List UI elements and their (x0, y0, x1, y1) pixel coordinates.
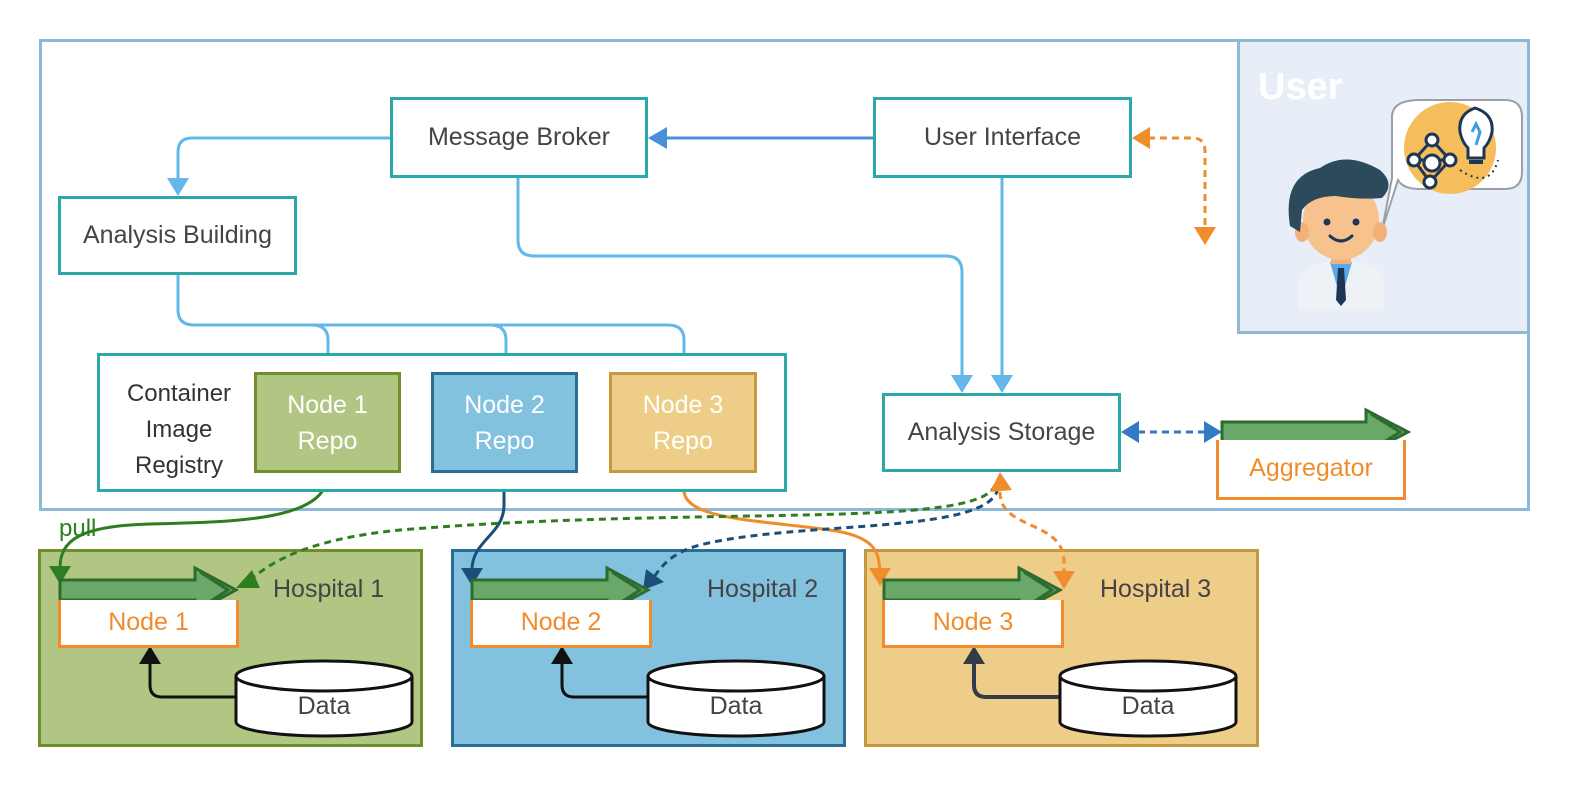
data-cylinder-3 (1058, 659, 1238, 738)
registry-label-line-2: Image (145, 416, 213, 443)
node-1-repo-line-1: Node 1 (287, 390, 368, 419)
node-3-repo-line-2: Repo (653, 426, 713, 455)
registry-label-line-3: Registry (134, 452, 224, 479)
ui-to-broker-arrow (648, 127, 873, 149)
data-to-node3-arrow (963, 646, 1060, 699)
node-3-repo-line-1: Node 3 (642, 390, 724, 419)
node-1-repo: Node 1 Repo (254, 372, 401, 473)
storage-aggregator-dashed-arrow (1121, 421, 1222, 443)
user-avatar-icon (1288, 99, 1523, 310)
data-to-node1-arrow (139, 646, 236, 699)
registry-label-line-1: Container (126, 380, 232, 407)
node-2-repo: Node 2 Repo (431, 372, 578, 473)
result-arrow-node1 (236, 484, 997, 588)
pull-label: pull (59, 515, 97, 542)
result-arrow-node3 (990, 472, 1075, 589)
data-cylinder-1 (234, 659, 414, 738)
hospital-2-node: Node 2 (470, 600, 652, 648)
broker-to-storage-arrow (516, 178, 973, 393)
hospital-3-title: Hospital 3 (1100, 575, 1212, 603)
hospital-1-title: Hospital 1 (273, 575, 385, 603)
data-to-node2-arrow (551, 646, 648, 699)
data-cylinder-2 (646, 659, 826, 738)
hospital-2-data-label: Data (709, 692, 763, 720)
pull-arrow-node1 (49, 472, 330, 584)
broker-to-building-arrow (167, 136, 390, 196)
node-1-repo-line-2: Repo (297, 426, 358, 455)
ui-to-storage-arrow (991, 178, 1013, 393)
hospital-3-data-label: Data (1121, 692, 1175, 720)
hospital-1-node: Node 1 (58, 600, 239, 648)
pull-arrow-node3 (682, 473, 891, 586)
hospital-2-title: Hospital 2 (707, 575, 819, 603)
user-interface-box: User Interface (873, 97, 1132, 178)
node-2-repo-line-1: Node 2 (464, 390, 545, 419)
pull-arrow-node2 (461, 473, 506, 586)
analysis-storage-box: Analysis Storage (882, 393, 1121, 472)
hospital-3-node: Node 3 (882, 600, 1064, 648)
ui-user-dashed-arrow (1132, 127, 1216, 245)
result-arrow-node2 (643, 487, 1000, 590)
message-broker-box: Message Broker (390, 97, 648, 178)
analysis-building-box: Analysis Building (58, 196, 297, 275)
node-3-repo: Node 3 Repo (609, 372, 757, 473)
aggregator-box: Aggregator (1216, 440, 1406, 500)
hospital-1-data-label: Data (297, 692, 351, 720)
user-panel-title: User (1258, 66, 1343, 108)
node-2-repo-line-2: Repo (474, 426, 535, 455)
registry-label: Container Image Registry (100, 376, 258, 484)
